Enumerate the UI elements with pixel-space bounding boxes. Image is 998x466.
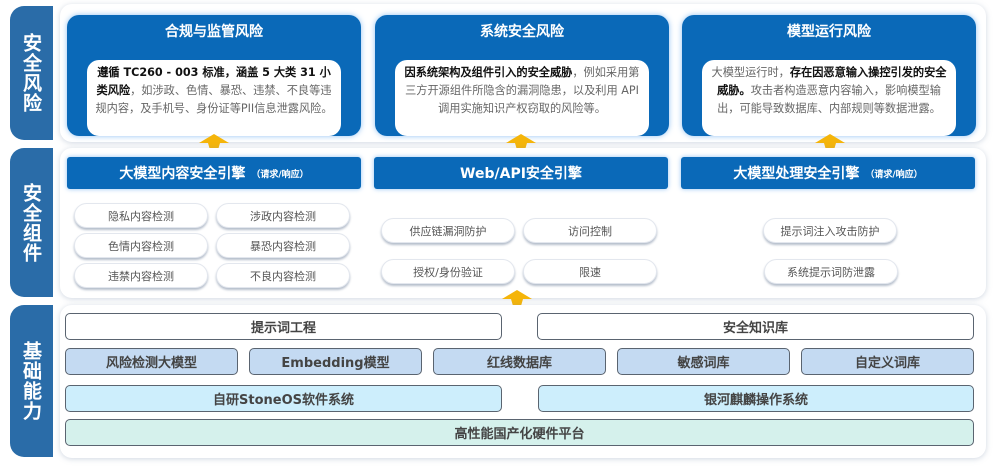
risk-description: 遵循 TC260 - 003 标准，涵盖 5 大类 31 小类风险，如涉政、色情… — [87, 60, 341, 136]
pill-supply-chain: 供应链漏洞防护 — [381, 218, 515, 243]
risk-emphasis: 遵循 TC260 - 003 标准，涵盖 5 大类 31 小类风险 — [96, 66, 331, 97]
engine-subtitle: （请求/响应） — [865, 169, 923, 180]
engine-title: Web/API安全引擎 — [460, 166, 582, 182]
side-label-security-components: 安全组件 — [10, 148, 53, 297]
risk-description: 大模型运行时，存在因恶意输入操控引发的安全威胁。攻击者构造恶意内容输入，影响模型… — [702, 60, 956, 136]
up-arrow-icon — [502, 290, 532, 306]
box-embedding-model: Embedding模型 — [249, 348, 422, 375]
pill-access-control: 访问控制 — [523, 218, 657, 243]
pill-political-detection: 涉政内容检测 — [216, 203, 350, 228]
risk-emphasis: 存在因恶意输入操控引发的安全威胁。 — [717, 66, 947, 97]
side-label-security-risk: 安全风险 — [10, 6, 53, 140]
up-arrow-icon — [506, 134, 536, 150]
pill-harmful-detection: 不良内容检测 — [216, 263, 350, 288]
box-security-knowledge-base: 安全知识库 — [537, 313, 974, 340]
engine-processing-security: 大模型处理安全引擎 （请求/响应） — [681, 157, 975, 189]
box-hardware-platform: 高性能国产化硬件平台 — [65, 419, 974, 446]
box-prompt-engineering: 提示词工程 — [65, 313, 502, 340]
risk-title: 系统安全风险 — [480, 24, 564, 40]
risk-description: 因系统架构及组件引入的安全威胁，例如采用第三方开源组件所隐含的漏洞隐患，以及利用… — [395, 60, 649, 136]
risk-text: ，如涉政、色情、暴恐、违禁、不良等违规内容，及手机号、身份证等PII信息泄露风险… — [95, 84, 333, 115]
risk-card-compliance: 合规与监管风险 遵循 TC260 - 003 标准，涵盖 5 大类 31 小类风… — [67, 15, 361, 136]
engine-title: 大模型处理安全引擎 — [733, 166, 860, 182]
pill-prompt-injection: 提示词注入攻击防护 — [763, 218, 897, 243]
pill-privacy-detection: 隐私内容检测 — [74, 203, 208, 228]
pill-prohibited-detection: 违禁内容检测 — [74, 263, 208, 288]
box-stoneos: 自研StoneOS软件系统 — [65, 385, 502, 412]
risk-emphasis: 因系统架构及组件引入的安全威胁 — [404, 66, 573, 79]
up-arrow-icon — [815, 134, 845, 150]
side-label-foundation: 基础能力 — [10, 305, 53, 457]
risk-text: 攻击者构造恶意内容输入，影响模型输出，可能导致数据库、内部规则等数据泄露。 — [717, 84, 941, 115]
engine-content-security: 大模型内容安全引擎 （请求/响应） — [67, 157, 361, 189]
engine-web-api-security: Web/API安全引擎 — [374, 157, 668, 189]
pill-porn-detection: 色情内容检测 — [74, 233, 208, 258]
risk-panel: 合规与监管风险 遵循 TC260 - 003 标准，涵盖 5 大类 31 小类风… — [60, 4, 986, 142]
risk-title: 模型运行风险 — [787, 24, 871, 40]
engine-subtitle: （请求/响应） — [251, 169, 309, 180]
risk-title: 合规与监管风险 — [165, 24, 263, 40]
pill-terror-detection: 暴恐内容检测 — [216, 233, 350, 258]
risk-card-model-runtime: 模型运行风险 大模型运行时，存在因恶意输入操控引发的安全威胁。攻击者构造恶意内容… — [682, 15, 976, 136]
risk-card-system: 系统安全风险 因系统架构及组件引入的安全威胁，例如采用第三方开源组件所隐含的漏洞… — [375, 15, 669, 136]
pill-system-prompt-leak: 系统提示词防泄露 — [764, 259, 898, 284]
pill-rate-limit: 限速 — [523, 259, 657, 284]
box-custom-words: 自定义词库 — [801, 348, 974, 375]
risk-text-pre: 大模型运行时， — [711, 66, 790, 79]
up-arrow-icon — [199, 134, 229, 150]
pill-auth: 授权/身份验证 — [381, 259, 515, 284]
box-kylin-os: 银河麒麟操作系统 — [538, 385, 974, 412]
engine-title: 大模型内容安全引擎 — [119, 166, 246, 182]
box-risk-detection-model: 风险检测大模型 — [65, 348, 238, 375]
box-sensitive-words: 敏感词库 — [617, 348, 790, 375]
box-redline-database: 红线数据库 — [433, 348, 606, 375]
risk-text: ，例如采用第三方开源组件所隐含的漏洞隐患，以及利用 API 调用实施知识产权窃取… — [405, 66, 640, 115]
